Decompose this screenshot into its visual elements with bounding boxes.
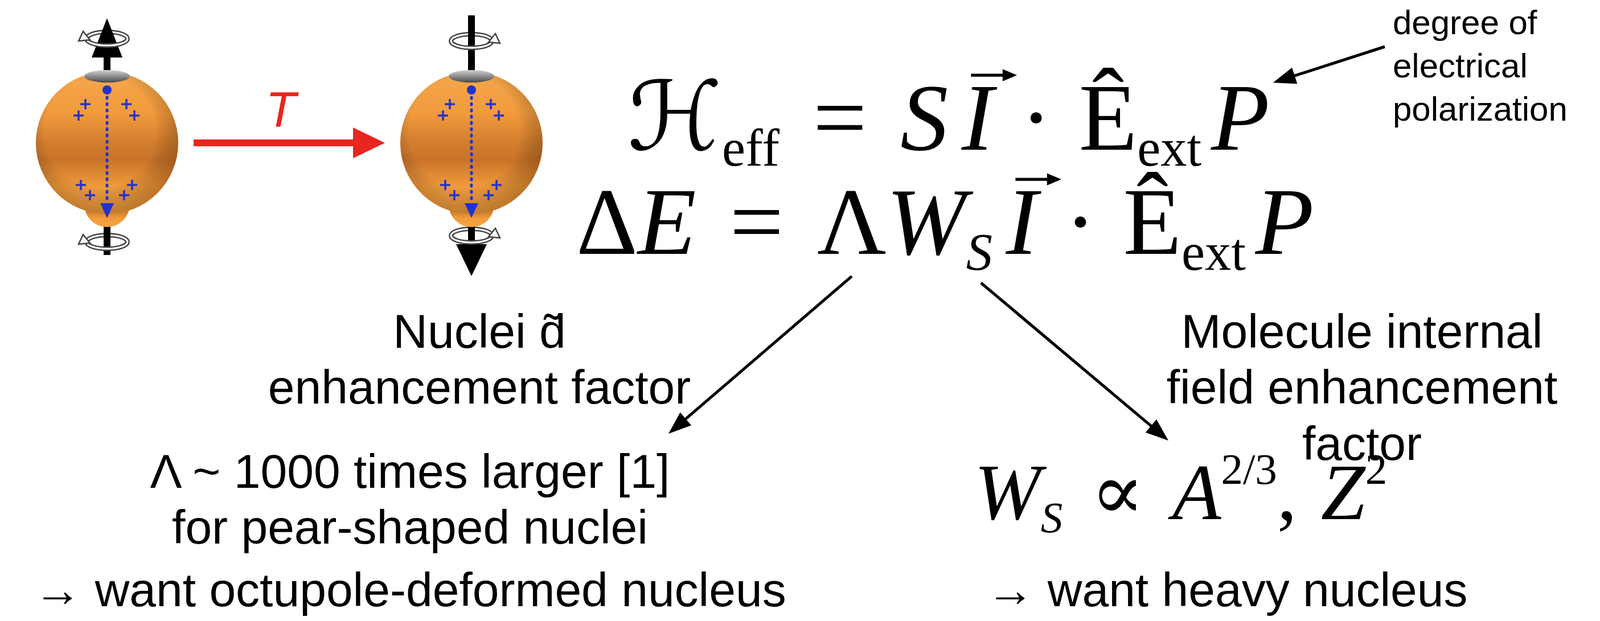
leader-line	[1293, 46, 1385, 77]
conclusion-text: → want octupole-deformed nucleus	[33, 563, 786, 617]
math-symbol: A	[1172, 448, 1222, 537]
math-symbol: Z	[1320, 448, 1366, 537]
leader-line	[981, 282, 1153, 428]
leader-arrowhead	[1145, 419, 1169, 441]
nucleus-body	[35, 70, 179, 228]
annotation-text: Nuclei d̃ enhancement factor	[252, 303, 707, 416]
subscript: ext	[1137, 119, 1202, 178]
math-symbol: ·	[1020, 64, 1053, 171]
annotation-text: Λ ~ 1000 times larger [1] for pear-shape…	[139, 443, 680, 556]
vector-arrow	[969, 66, 1017, 84]
math-symbol: =	[813, 64, 868, 171]
rotation-arrowhead	[78, 234, 90, 245]
leader-arrow	[668, 276, 852, 434]
leader-arrow	[981, 282, 1169, 441]
arrow-shaft	[193, 139, 358, 147]
math-symbol: I	[1006, 168, 1039, 275]
rotation-arrow	[450, 235, 492, 243]
math-symbol: P	[1211, 64, 1270, 171]
nucleus-left	[35, 18, 179, 256]
math-symbol: ,	[1277, 448, 1298, 537]
math-symbol: ∝	[1090, 448, 1145, 537]
math-symbol: ℋ	[627, 60, 722, 173]
rotation-arrow	[86, 241, 128, 249]
math-symbol: P	[1255, 168, 1315, 275]
nucleus-body	[400, 70, 543, 228]
nucleus-right	[400, 15, 543, 277]
rotation-arrowhead	[488, 228, 500, 239]
callout-arrow	[1273, 46, 1385, 84]
math-symbol: Ê	[1079, 64, 1138, 171]
rotation-arrowhead	[78, 31, 90, 41]
math-symbol: Ê	[1122, 168, 1182, 275]
hamiltonian-equation: ℋeff=SI·ÊextP	[627, 68, 1270, 166]
math-symbol: ·	[1064, 168, 1097, 275]
scaling-relation: WS∝A2/3,Z2	[974, 452, 1388, 533]
superscript: 2	[1365, 444, 1388, 494]
spin-arrowhead	[456, 244, 487, 277]
energy-shift-equation: ΔE=ΛWSI·ÊextP	[576, 173, 1314, 270]
subscript: S	[966, 223, 993, 282]
subscript: eff	[721, 119, 780, 178]
subscript: S	[1040, 493, 1064, 543]
math-symbol: S	[900, 64, 949, 171]
conclusion-text: → want heavy nucleus	[986, 563, 1468, 617]
annotation-text: Molecule internal field enhancement fact…	[1134, 303, 1590, 472]
vector-arrow-head	[1047, 173, 1062, 186]
subscript: ext	[1181, 223, 1246, 282]
vector-arrow-head	[1002, 68, 1017, 81]
rotation-arrow	[86, 241, 128, 249]
math-symbol: I	[961, 64, 994, 171]
vector-arrow	[1013, 170, 1062, 188]
leader-arrowhead	[668, 412, 692, 434]
leader-arrowhead	[1273, 67, 1298, 85]
transformation-label: T	[265, 84, 296, 134]
leader-line	[684, 276, 852, 421]
math-symbol: W	[886, 168, 967, 275]
rotation-arrow	[86, 38, 128, 46]
rotation-arrowhead	[488, 33, 500, 44]
math-symbol: =	[729, 168, 784, 275]
rotation-arrow	[450, 40, 492, 48]
rotation-arrow	[86, 38, 128, 46]
math-symbol: Δ	[576, 168, 638, 275]
vector-arrow-shaft	[1015, 177, 1051, 181]
vector-arrow-shaft	[971, 73, 1007, 77]
spin-arrowhead	[91, 18, 123, 58]
math-symbol: W	[974, 448, 1041, 537]
rotation-arrow	[450, 235, 492, 243]
arrow-head	[353, 127, 385, 159]
math-symbol: E	[637, 168, 697, 275]
math-symbol: Λ	[817, 168, 887, 275]
rotation-arrow	[450, 40, 492, 48]
superscript: 2/3	[1220, 444, 1277, 494]
callout-note: degree of electrical polarization	[1392, 1, 1581, 132]
